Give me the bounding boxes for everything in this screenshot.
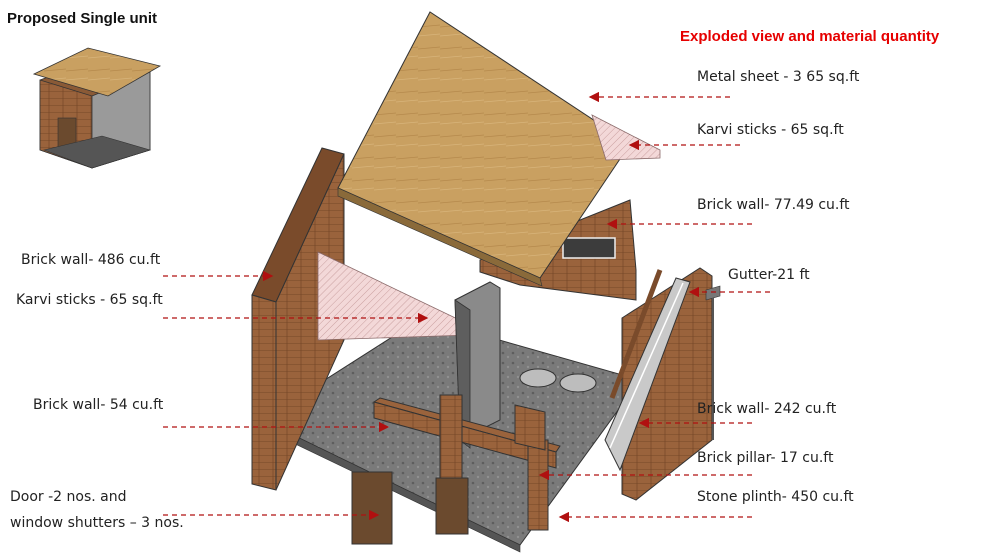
diagram-title: Exploded view and material quantity (680, 28, 940, 45)
label-gutter: Gutter-21 ft (728, 267, 810, 283)
label-stone-plinth: Stone plinth- 450 cu.ft (697, 489, 854, 505)
karvi-panel-right (591, 114, 661, 161)
label-karvi-sticks-left: Karvi sticks - 65 sq.ft (16, 292, 163, 308)
label-brick-pillar: Brick pillar- 17 cu.ft (697, 450, 834, 466)
proposed-unit-thumbnail (32, 47, 162, 169)
label-door-line1: Door -2 nos. and (10, 489, 127, 505)
label-brick-wall-54: Brick wall- 54 cu.ft (33, 397, 164, 413)
door-shutter (351, 471, 393, 545)
gutter (604, 277, 691, 472)
label-brick-wall-486: Brick wall- 486 cu.ft (21, 252, 161, 268)
karvi-panel-left (317, 251, 471, 341)
label-brick-wall-242: Brick wall- 242 cu.ft (697, 401, 837, 417)
label-brick-wall-77: Brick wall- 77.49 cu.ft (697, 197, 850, 213)
thumbnail-title: Proposed Single unit (7, 10, 158, 27)
label-karvi-sticks-right: Karvi sticks - 65 sq.ft (697, 122, 844, 138)
label-metal-sheet: Metal sheet - 3 65 sq.ft (697, 69, 860, 85)
label-door-line2: window shutters – 3 nos. (10, 515, 184, 531)
